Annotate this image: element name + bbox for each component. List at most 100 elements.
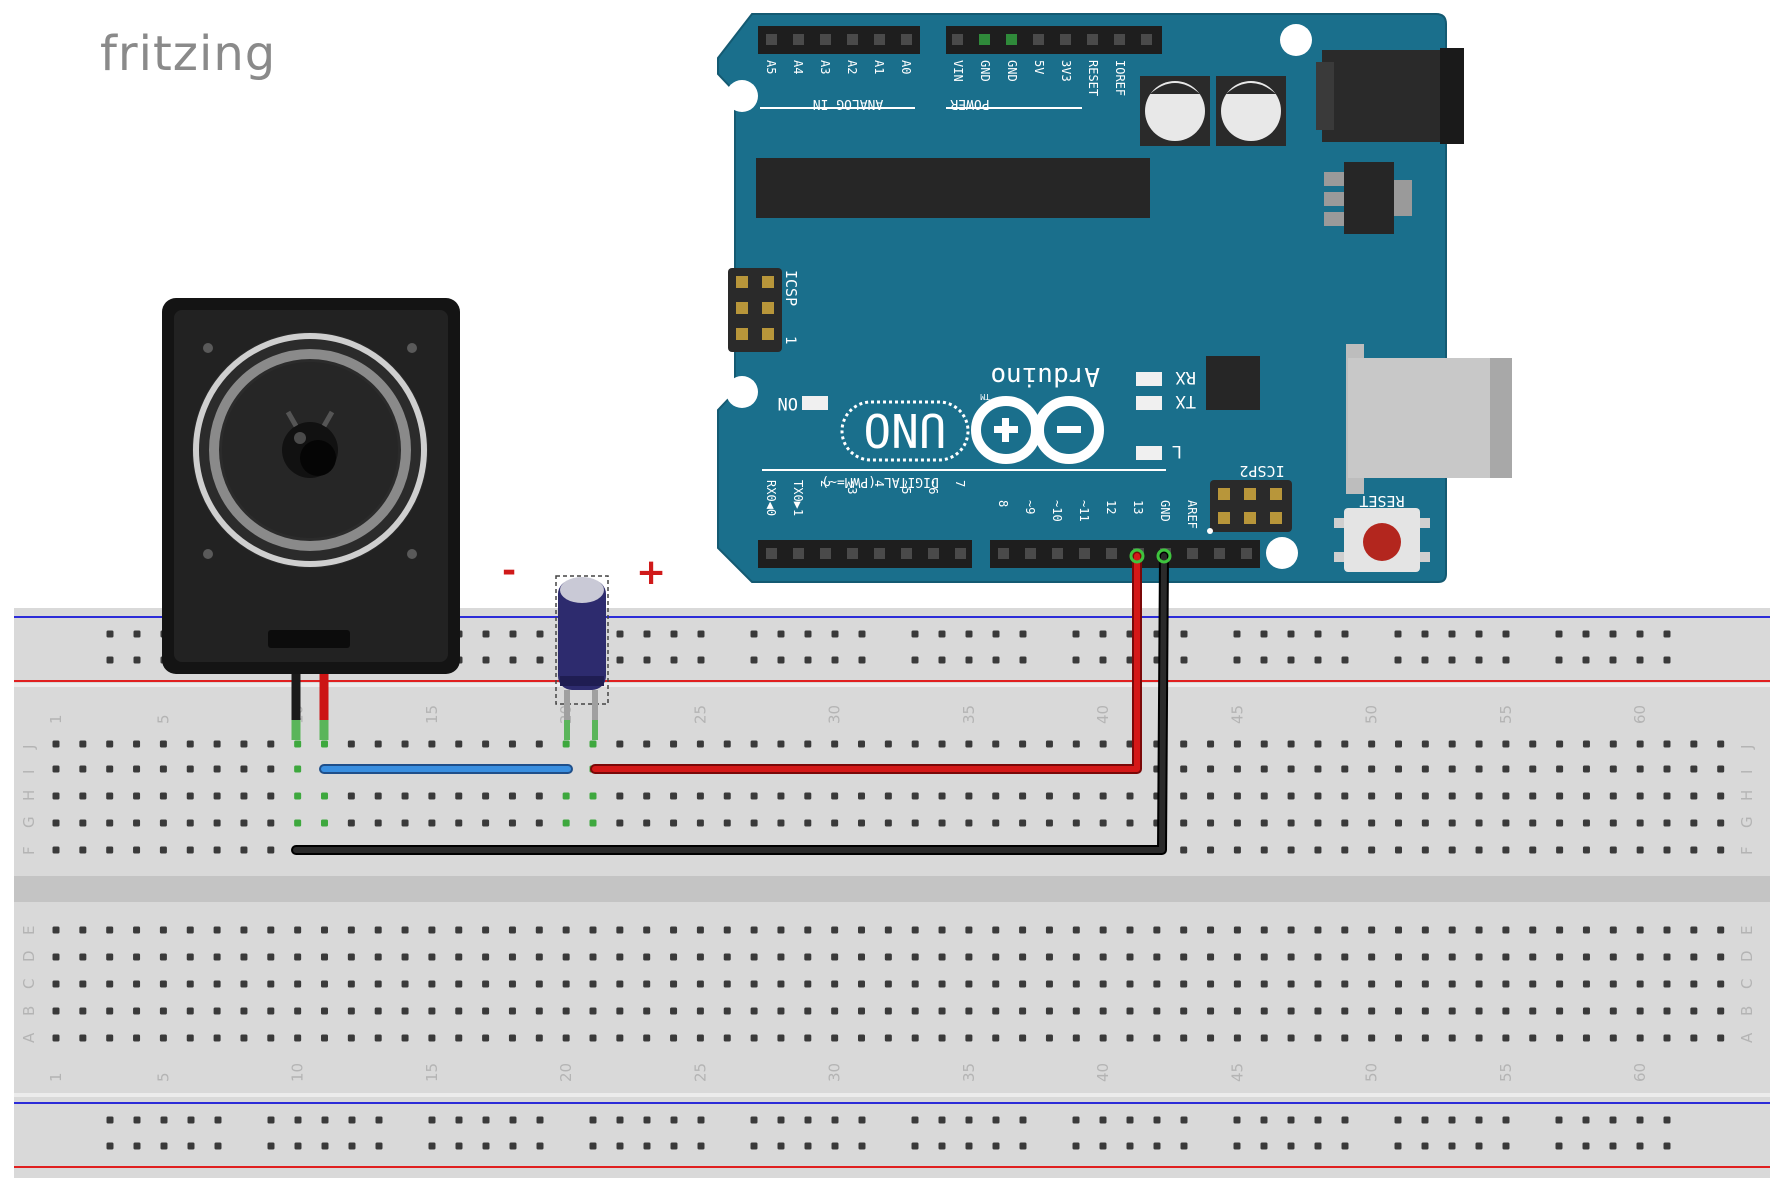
rail-hole [858, 630, 866, 638]
black-wire-highlight [293, 553, 1167, 853]
breadboard-hole [267, 846, 275, 854]
breadboard-hole [1448, 980, 1456, 988]
breadboard-hole [428, 1034, 436, 1042]
breadboard-hole [267, 740, 275, 748]
breadboard-hole [1341, 1034, 1349, 1042]
rail-hole [1609, 1142, 1617, 1150]
breadboard-hole [1233, 926, 1241, 934]
breadboard-hole [911, 792, 919, 800]
rail-hole [1636, 1116, 1644, 1124]
rail-hole [1663, 1142, 1671, 1150]
breadboard-hole [133, 819, 141, 827]
breadboard-hole [1636, 980, 1644, 988]
breadboard-hole [52, 926, 60, 934]
row-letter: A [20, 1032, 38, 1043]
breadboard-hole [1072, 1007, 1080, 1015]
reset-button[interactable] [1334, 508, 1430, 572]
breadboard-hole [240, 765, 248, 773]
rail-hole [1663, 1116, 1671, 1124]
breadboard-hole [1019, 792, 1027, 800]
breadboard-hole [1368, 765, 1376, 773]
rail-hole [1314, 1142, 1322, 1150]
center-channel [14, 876, 1770, 902]
breadboard-hole [321, 792, 328, 800]
breadboard-hole [133, 846, 141, 854]
breadboard-hole [911, 926, 919, 934]
breadboard-hole [884, 1034, 892, 1042]
wires [291, 548, 1172, 855]
breadboard-hole [723, 980, 731, 988]
icsp-pin-one: 1 [782, 336, 798, 344]
voltage-regulator [1324, 162, 1412, 234]
breadboard-hole [1314, 1034, 1322, 1042]
breadboard-hole [1421, 846, 1429, 854]
breadboard-hole [1609, 953, 1617, 961]
breadboard-hole [482, 1007, 490, 1015]
analog-pin-label: A1 [872, 60, 886, 74]
header-pin [847, 34, 858, 45]
mounting-hole [1280, 24, 1312, 56]
breadboard-hole [831, 819, 839, 827]
breadboard-hole [159, 792, 167, 800]
analog-pin-label: A0 [899, 60, 913, 74]
breadboard-hole [1260, 1034, 1268, 1042]
breadboard-hole [1529, 980, 1537, 988]
breadboard-hole [1529, 1007, 1537, 1015]
breadboard-hole [133, 765, 141, 773]
digital-pin-label: ~3 [845, 480, 859, 494]
breadboard-hole [1582, 1034, 1590, 1042]
rail-hole [670, 656, 678, 664]
breadboard-hole [186, 819, 194, 827]
breadboard-hole [1502, 846, 1510, 854]
breadboard-hole [1609, 792, 1617, 800]
column-number: 35 [960, 705, 978, 724]
breadboard-hole [186, 740, 194, 748]
breadboard-hole [1556, 1034, 1564, 1042]
breadboard-hole [1529, 926, 1537, 934]
breadboard-hole [1690, 846, 1698, 854]
rail-hole [1663, 630, 1671, 638]
breadboard-hole [428, 792, 436, 800]
breadboard-hole [294, 792, 302, 800]
rail-hole [1582, 630, 1590, 638]
rail-hole [1394, 1116, 1402, 1124]
rail-hole [1341, 656, 1349, 664]
breadboard-hole [240, 740, 248, 748]
breadboard-hole [992, 792, 1000, 800]
breadboard-hole [1636, 953, 1644, 961]
breadboard-hole [1395, 819, 1402, 827]
digital-pin-label: TX0▶1 [791, 480, 805, 516]
header-pin [952, 34, 963, 45]
breadboard-hole [535, 926, 543, 934]
rail-hole [106, 1116, 114, 1124]
arduino-infinity-logo [971, 396, 1104, 464]
rail-hole [1555, 656, 1563, 664]
breadboard-hole [1072, 953, 1080, 961]
breadboard-hole [1045, 980, 1053, 988]
breadboard-hole [455, 926, 463, 934]
usb-b-connector [1346, 344, 1512, 494]
rail-hole [1072, 1142, 1080, 1150]
rail-hole [1099, 630, 1107, 638]
breadboard-hole [1717, 819, 1725, 827]
rail-hole [1555, 630, 1563, 638]
rail-hole [911, 656, 919, 664]
breadboard-hole [1421, 792, 1429, 800]
rail-hole [1072, 1116, 1080, 1124]
breadboard-hole [159, 846, 167, 854]
breadboard-hole [1341, 740, 1349, 748]
breadboard-hole [1287, 740, 1295, 748]
rail-hole [616, 1142, 624, 1150]
header-pin [874, 34, 885, 45]
breadboard-hole [1260, 953, 1268, 961]
breadboard-hole [213, 819, 221, 827]
rail-hole [536, 656, 544, 664]
rail-hole [1126, 656, 1134, 664]
column-number: 50 [1363, 1063, 1381, 1082]
breadboard-hole [1019, 1007, 1027, 1015]
header-pin [1241, 548, 1252, 559]
breadboard-hole [616, 819, 624, 827]
breadboard-hole [1072, 980, 1080, 988]
rail-hole [643, 1142, 651, 1150]
breadboard-hole [1609, 1034, 1617, 1042]
